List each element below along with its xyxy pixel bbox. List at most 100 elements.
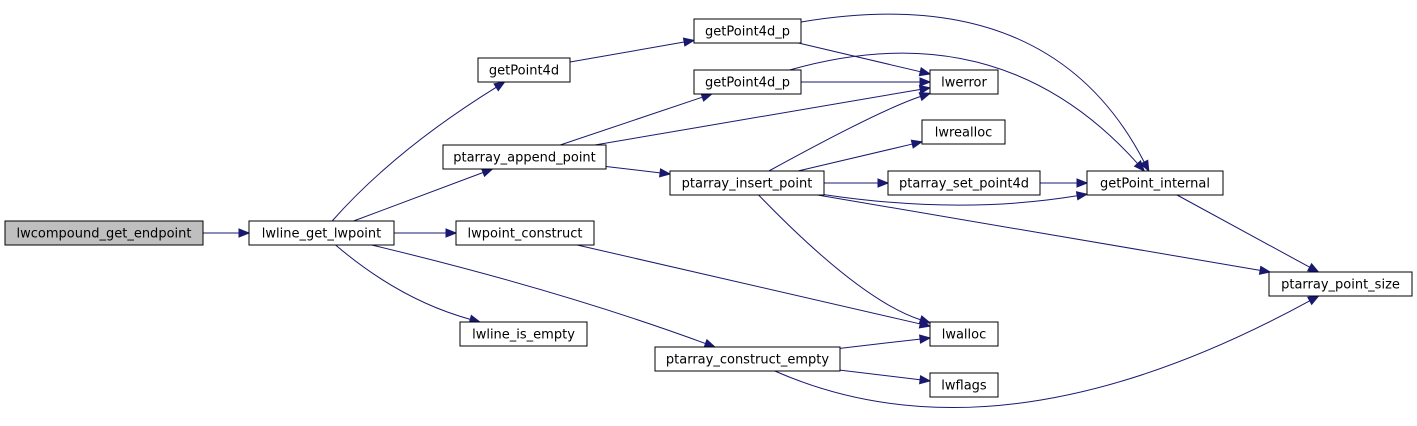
node-label: lwrealloc (935, 126, 993, 141)
edge-line (823, 194, 1078, 206)
edge-line (1176, 194, 1310, 268)
arrowhead-icon (1307, 295, 1320, 306)
node-getPoint4d-p-a[interactable]: getPoint4d_p (693, 18, 802, 44)
arrowhead-icon (445, 228, 458, 238)
node-lwalloc[interactable]: lwalloc (929, 321, 999, 347)
arrowhead-icon (877, 178, 890, 188)
arrowhead-icon (918, 84, 932, 95)
edge-line (789, 52, 1138, 164)
edge-line (353, 172, 484, 222)
edge-getPoint4d_p_b-to-lwerror (801, 77, 932, 87)
arrowhead-icon (919, 334, 932, 344)
edge-line (569, 41, 685, 63)
edge-line (800, 13, 1145, 163)
edge-line (774, 300, 1310, 409)
arrowhead-icon (493, 81, 506, 92)
node-box[interactable] (1086, 170, 1224, 196)
node-ptarray-append-point[interactable]: ptarray_append_point (442, 144, 607, 170)
arrowhead-icon (1139, 159, 1150, 173)
node-ptarray-insert-point[interactable]: ptarray_insert_point (669, 170, 825, 196)
arrowhead-icon (682, 37, 696, 47)
arrowhead-icon (1076, 178, 1089, 188)
arrowhead-icon (919, 374, 932, 385)
node-label: lwline_get_lwpoint (262, 227, 381, 242)
node-box[interactable] (248, 220, 395, 246)
edge-line (797, 143, 913, 172)
node-label: lwpoint_construct (468, 227, 583, 242)
edge-ptarray_construct_empty-to-lwalloc (839, 334, 932, 349)
arrowhead-icon (480, 168, 494, 178)
node-lwerror[interactable]: lwerror (929, 69, 999, 95)
node-lwline-is-empty[interactable]: lwline_is_empty (459, 321, 588, 347)
node-ptarray-point-size[interactable]: ptarray_point_size (1268, 271, 1413, 297)
arrowhead-icon (1306, 262, 1320, 273)
edge-line (768, 96, 921, 172)
node-label: lwalloc (942, 328, 987, 343)
node-box[interactable] (929, 69, 999, 95)
arrowhead-icon (700, 92, 714, 102)
node-label: ptarray_point_size (1281, 278, 1400, 293)
arrowhead-icon (910, 139, 924, 149)
edge-line (331, 86, 497, 222)
node-box[interactable] (693, 18, 802, 44)
edge-getPoint4d_p_b-to-getPoint_internal (789, 52, 1146, 173)
node-label: lwcompound_get_endpoint (17, 227, 192, 242)
nodes-layer: lwcompound_get_endpoint lwline_get_lwpoin… (4, 18, 1413, 398)
node-box[interactable] (693, 69, 802, 95)
node-lwline-get-lwpoint[interactable]: lwline_get_lwpoint (248, 220, 395, 246)
node-label: lwline_is_empty (472, 328, 575, 343)
edge-ptarray_append_point-to-lwerror (594, 84, 932, 146)
node-getPoint-internal[interactable]: getPoint_internal (1086, 170, 1224, 196)
edge-line (817, 194, 1261, 271)
arrowhead-icon (238, 228, 251, 238)
node-box[interactable] (442, 144, 607, 170)
edges-layer (203, 13, 1320, 409)
node-box[interactable] (887, 170, 1041, 196)
node-box[interactable] (929, 372, 999, 398)
edge-line (605, 166, 661, 174)
edge-ptarray_construct_empty-to-ptarray_point_size (774, 295, 1320, 409)
edge-line (335, 244, 471, 320)
edge-getPoint4d_p_a-to-lwerror (798, 42, 932, 77)
edge-lwline_get_lwpoint-to-ptarray_append_point (353, 168, 494, 222)
node-label: ptarray_construct_empty (666, 353, 829, 368)
node-box[interactable] (455, 220, 595, 246)
arrowhead-icon (703, 338, 717, 348)
node-box[interactable] (921, 119, 1006, 145)
edge-lwline_get_lwpoint-to-lwpoint_construct (394, 228, 458, 238)
node-lwrealloc[interactable]: lwrealloc (921, 119, 1006, 145)
arrowhead-icon (1133, 160, 1146, 173)
edge-ptarray_insert_point-to-lwalloc (758, 194, 932, 325)
edge-ptarray_set_point4d-to-getPoint_internal (1040, 178, 1089, 188)
node-getPoint4d[interactable]: getPoint4d (477, 57, 571, 83)
node-label: ptarray_set_point4d (899, 177, 1029, 192)
edge-lwline_get_lwpoint-to-getPoint4d (331, 81, 506, 222)
node-label: lwerror (941, 76, 987, 91)
edge-line (798, 42, 921, 73)
node-box[interactable] (477, 57, 571, 83)
node-ptarray-construct-empty[interactable]: ptarray_construct_empty (654, 346, 841, 372)
node-box[interactable] (1268, 271, 1413, 297)
node-lwpoint-construct[interactable]: lwpoint_construct (455, 220, 595, 246)
node-box[interactable] (654, 346, 841, 372)
node-label: getPoint4d (489, 64, 559, 79)
edge-line (371, 244, 706, 345)
node-label: ptarray_append_point (453, 151, 596, 166)
edge-line (839, 369, 921, 381)
edge-lwpoint_construct-to-lwalloc (577, 244, 932, 329)
edge-ptarray_insert_point-to-getPoint_internal (823, 191, 1089, 206)
edge-line (839, 338, 921, 349)
node-box[interactable] (669, 170, 825, 196)
node-ptarray-set-point4d[interactable]: ptarray_set_point4d (887, 170, 1041, 196)
node-box[interactable] (459, 321, 588, 347)
node-lwflags[interactable]: lwflags (929, 372, 999, 398)
node-lwcompound-get-endpoint[interactable]: lwcompound_get_endpoint (4, 220, 204, 246)
node-box[interactable] (4, 220, 204, 246)
arrowhead-icon (1258, 265, 1272, 275)
node-label: lwflags (941, 379, 987, 394)
edge-line (758, 194, 921, 321)
node-box[interactable] (929, 321, 999, 347)
node-getPoint4d-p-b[interactable]: getPoint4d_p (693, 69, 802, 95)
node-label: getPoint_internal (1100, 177, 1210, 192)
edge-getPoint4d_p_a-to-getPoint_internal (800, 13, 1150, 173)
